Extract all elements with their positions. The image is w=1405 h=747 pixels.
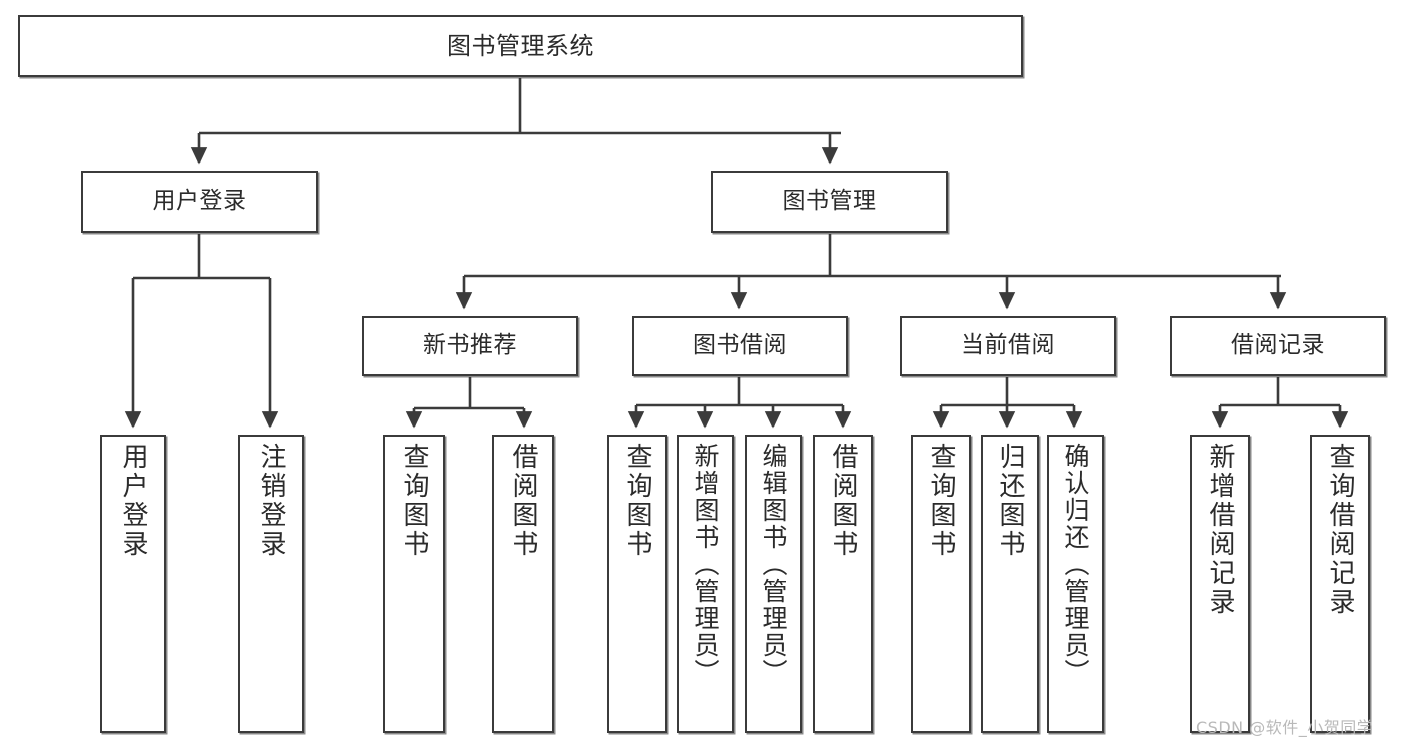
node-leaf-confirm-return-label: 确认归还（管理员） (1061, 443, 1090, 686)
node-root-label: 图书管理系统 (447, 31, 594, 60)
node-book-manage-label: 图书管理 (782, 188, 877, 215)
node-leaf-edit-book[interactable]: 编辑图书（管理员） (745, 435, 802, 733)
node-book-borrow[interactable]: 图书借阅 (632, 316, 848, 376)
node-borrow-record[interactable]: 借阅记录 (1170, 316, 1386, 376)
node-leaf-logout-label: 注销登录 (256, 443, 286, 559)
node-leaf-query-book-1-label: 查询图书 (399, 443, 429, 559)
node-leaf-add-record-label: 新增借阅记录 (1205, 443, 1235, 617)
node-leaf-return-book-label: 归还图书 (995, 443, 1025, 559)
node-leaf-borrow-book-2-label: 借阅图书 (828, 443, 858, 559)
node-leaf-borrow-book-1-label: 借阅图书 (508, 443, 538, 559)
node-current-borrow[interactable]: 当前借阅 (900, 316, 1116, 376)
node-leaf-query-record-label: 查询借阅记录 (1325, 443, 1355, 617)
node-leaf-borrow-book-2[interactable]: 借阅图书 (813, 435, 873, 733)
node-leaf-query-book-2[interactable]: 查询图书 (607, 435, 667, 733)
node-leaf-user-login-label: 用户登录 (118, 443, 148, 559)
node-leaf-edit-book-label: 编辑图书（管理员） (759, 443, 788, 686)
node-leaf-add-book[interactable]: 新增图书（管理员） (677, 435, 734, 733)
node-user-login[interactable]: 用户登录 (81, 171, 318, 233)
node-leaf-borrow-book-1[interactable]: 借阅图书 (492, 435, 554, 733)
node-leaf-logout[interactable]: 注销登录 (238, 435, 304, 733)
node-current-borrow-label: 当前借阅 (961, 332, 1055, 359)
node-user-login-label: 用户登录 (152, 188, 247, 215)
node-leaf-user-login[interactable]: 用户登录 (100, 435, 166, 733)
node-leaf-add-book-label: 新增图书（管理员） (691, 443, 720, 686)
node-leaf-query-book-3[interactable]: 查询图书 (911, 435, 971, 733)
node-new-book-recommend[interactable]: 新书推荐 (362, 316, 578, 376)
node-leaf-add-record[interactable]: 新增借阅记录 (1190, 435, 1250, 733)
node-leaf-confirm-return[interactable]: 确认归还（管理员） (1047, 435, 1104, 733)
node-leaf-query-book-2-label: 查询图书 (622, 443, 652, 559)
node-leaf-query-record[interactable]: 查询借阅记录 (1310, 435, 1370, 733)
node-root[interactable]: 图书管理系统 (18, 15, 1023, 77)
node-leaf-query-book-1[interactable]: 查询图书 (383, 435, 445, 733)
node-book-manage[interactable]: 图书管理 (711, 171, 948, 233)
node-new-book-recommend-label: 新书推荐 (423, 332, 517, 359)
node-leaf-return-book[interactable]: 归还图书 (981, 435, 1039, 733)
node-borrow-record-label: 借阅记录 (1231, 332, 1325, 359)
node-book-borrow-label: 图书借阅 (693, 332, 787, 359)
csdn-watermark: CSDN @软件_小贺同学 (1196, 718, 1374, 737)
node-leaf-query-book-3-label: 查询图书 (926, 443, 956, 559)
